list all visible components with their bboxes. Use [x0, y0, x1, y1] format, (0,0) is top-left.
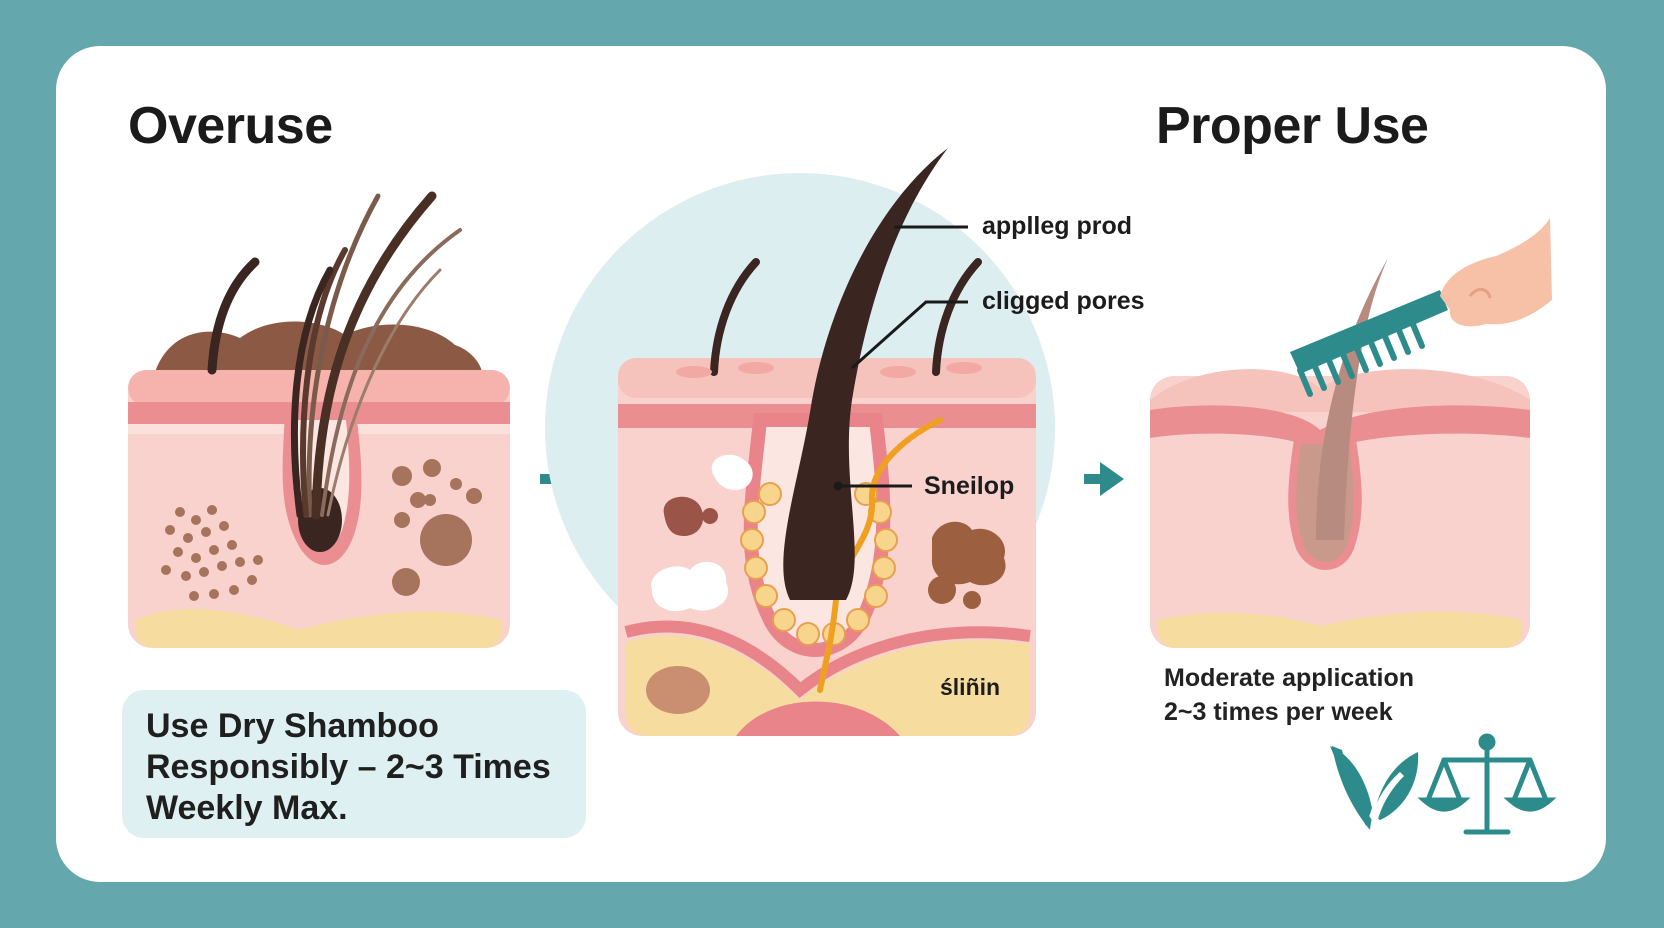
arrow-right-icon: [1084, 462, 1124, 496]
main-hair-shaft: [783, 148, 948, 600]
label-applied-product: applleg prod: [982, 212, 1132, 240]
note-line-1: Moderate application: [1164, 664, 1415, 692]
callout-box: Use Dry Shamboo Responsibly – 2~3 Times …: [122, 690, 586, 838]
clogged-particles-right: [392, 459, 482, 596]
residue-blob: [711, 454, 753, 490]
comb-icon: [1290, 290, 1448, 397]
balance-scale-icon: [1417, 733, 1557, 835]
label-skin: śliñin: [940, 674, 1001, 700]
note-line-2: 2~3 times per week: [1164, 698, 1393, 726]
proper-use-title: Proper Use: [1156, 97, 1429, 155]
hand-icon: [1440, 218, 1552, 327]
sebum-duct: [817, 417, 943, 693]
overuse-title: Overuse: [128, 97, 333, 155]
callout-text: Use Dry Shamboo Responsibly – 2~3 Times …: [146, 707, 551, 827]
proper-use-skin-diagram: [1150, 218, 1552, 648]
clog-cluster: [931, 521, 1006, 586]
clogged-particles-left: [161, 505, 263, 601]
label-sebum: Sneilop: [924, 472, 1015, 500]
label-clogged-pores: cligged pores: [982, 287, 1145, 315]
leaf-icon: [1330, 746, 1419, 830]
overuse-skin-diagram: [128, 191, 510, 648]
residue-blob: [651, 561, 729, 612]
closeup-diagram: [545, 148, 1055, 736]
residue-buildup: [155, 321, 482, 372]
